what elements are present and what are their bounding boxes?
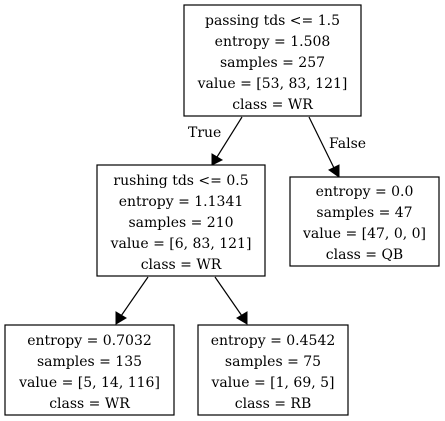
node-left-line-4: value = [6, 83, 121] (110, 236, 252, 252)
node-root-line-3: samples = 257 (220, 55, 325, 71)
node-left-right: entropy = 0.4542 samples = 75 value = [1… (197, 324, 349, 416)
node-left-right-line-3: value = [1, 69, 5] (210, 375, 334, 391)
edge-label-true: True (188, 125, 221, 141)
node-right: entropy = 0.0 samples = 47 value = [47, … (289, 176, 440, 267)
node-left-left-line-3: value = [5, 14, 116] (18, 375, 160, 391)
node-left-left-line-2: samples = 135 (37, 354, 142, 370)
node-left-line-3: samples = 210 (128, 215, 233, 231)
node-right-line-4: class = QB (326, 247, 403, 263)
node-left-left: entropy = 0.7032 samples = 135 value = [… (4, 324, 175, 416)
node-root-line-5: class = WR (232, 97, 313, 113)
edge-root-to-left: True (188, 116, 243, 166)
edge-left-to-left-left (115, 276, 149, 325)
edge-label-false: False (329, 136, 366, 152)
node-left-right-line-2: samples = 75 (225, 354, 321, 370)
node-right-line-3: value = [47, 0, 0] (302, 226, 426, 242)
node-root: passing tds <= 1.5 entropy = 1.508 sampl… (183, 4, 362, 117)
node-left-right-line-1: entropy = 0.4542 (211, 333, 336, 349)
node-left-line-2: entropy = 1.1341 (119, 194, 244, 210)
node-left-left-line-1: entropy = 0.7032 (27, 333, 152, 349)
node-left-line-1: rushing tds <= 0.5 (113, 173, 248, 189)
node-root-line-1: passing tds <= 1.5 (205, 13, 340, 29)
tree-edges: True False (115, 116, 366, 325)
node-root-line-4: value = [53, 83, 121] (197, 76, 348, 92)
edge-left-to-left-right (214, 276, 248, 325)
node-left-line-5: class = WR (141, 257, 222, 273)
node-right-line-2: samples = 47 (316, 205, 412, 221)
node-root-line-2: entropy = 1.508 (215, 34, 331, 50)
node-right-line-1: entropy = 0.0 (316, 184, 414, 200)
edge-root-to-right: False (308, 116, 366, 178)
node-left: rushing tds <= 0.5 entropy = 1.1341 samp… (96, 164, 266, 277)
node-left-left-line-4: class = WR (49, 396, 130, 412)
node-left-right-line-4: class = RB (235, 396, 312, 412)
